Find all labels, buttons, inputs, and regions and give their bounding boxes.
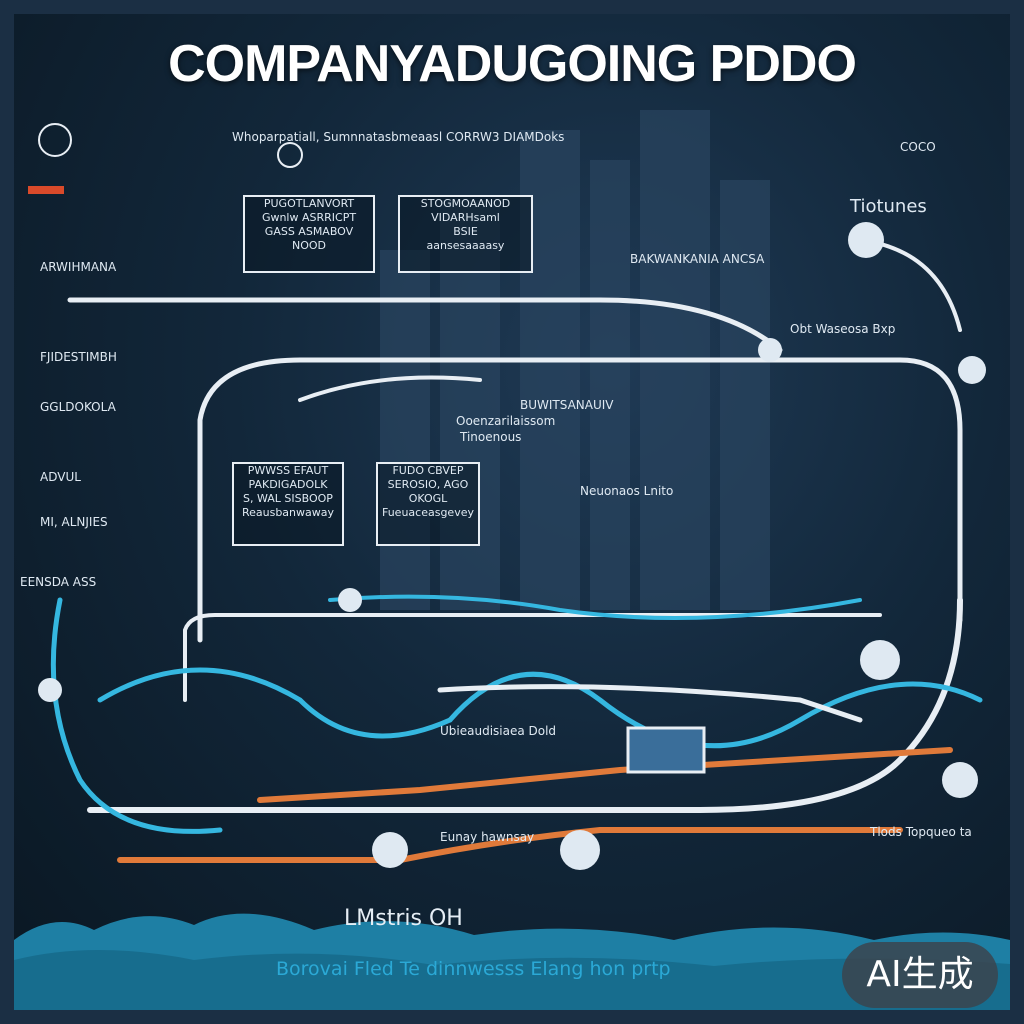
info-box-1-line-1: PUGOTLANVORT bbox=[263, 197, 355, 210]
bottom-center-label: Eunay hawnsay bbox=[440, 830, 535, 844]
info-box-1-line-4: NOOD bbox=[291, 239, 326, 252]
poster-title: COMPANYADUGOING PDDO bbox=[168, 35, 857, 93]
info-box-1: PUGOTLANVORT Gwnlw ASRRICPT GASS ASMABOV… bbox=[243, 195, 375, 273]
info-box-3-line-2: PAKDIGADOLK bbox=[248, 478, 328, 491]
top-right-label-1: COCO bbox=[900, 140, 936, 154]
info-box-1-line-3: GASS ASMABOV bbox=[264, 225, 354, 238]
info-box-2-line-3: BSIE bbox=[453, 225, 478, 238]
info-box-3-line-4: Reausbanwaway bbox=[241, 506, 335, 519]
info-box-2: STOGMOAANOD VIDARHsaml BSIE aansesaaaasy bbox=[398, 195, 533, 273]
top-strip-label: Whoparpatiall, Sumnnatasbmeaasl CORRW3 D… bbox=[232, 130, 565, 144]
ai-generated-badge: AI生成 bbox=[842, 942, 998, 1008]
right-label-3: Neuonaos Lnito bbox=[580, 484, 674, 498]
info-box-4-line-3: OKOGL bbox=[408, 492, 448, 505]
info-box-2-line-2: VIDARHsaml bbox=[431, 211, 500, 224]
bottom-right-label: Tlods Topqueo ta bbox=[870, 825, 972, 839]
lower-center-label: Ubieaudisiaea Dold bbox=[440, 724, 557, 738]
bottom-subcaption: Borovai Fled Te dinnwesss Elang hon prtp bbox=[276, 958, 671, 980]
info-box-1-line-2: Gwnlw ASRRICPT bbox=[261, 211, 357, 224]
mid-right-label-1: BAKWANKANIA ANCSA bbox=[630, 252, 765, 266]
left-label-6: EENSDA ASS bbox=[20, 575, 97, 589]
bottom-caption: LMstris OH bbox=[344, 906, 463, 931]
center-label-2: Ooenzarilaissom bbox=[456, 414, 556, 428]
mid-right-label-2: Obt Waseosa Bxp bbox=[790, 322, 896, 336]
center-label-1: BUWITSANAUIV bbox=[520, 398, 614, 412]
left-label-4: ADVUL bbox=[40, 470, 81, 484]
info-box-2-line-4: aansesaaaasy bbox=[426, 239, 505, 252]
info-box-4-line-1: FUDO CBVEP bbox=[392, 464, 464, 477]
info-box-4-line-4: Fueuaceasgevey bbox=[381, 506, 474, 519]
top-right-label-2: Tiotunes bbox=[850, 196, 927, 217]
left-label-5: MI, ALNJIES bbox=[40, 515, 108, 529]
info-box-3: PWWSS EFAUT PAKDIGADOLK S, WAL SISBOOP R… bbox=[232, 462, 344, 546]
info-box-4: FUDO CBVEP SEROSIO, AGO OKOGL Fueuaceasg… bbox=[376, 462, 480, 546]
left-label-1: ARWIHMANA bbox=[40, 260, 117, 274]
info-box-3-line-3: S, WAL SISBOOP bbox=[243, 492, 333, 505]
left-label-3: GGLDOKOLA bbox=[40, 400, 116, 414]
info-box-3-line-1: PWWSS EFAUT bbox=[247, 464, 329, 477]
info-box-2-line-1: STOGMOAANOD bbox=[420, 197, 511, 210]
center-label-3: Tinoenous bbox=[460, 430, 522, 444]
water-waves bbox=[14, 913, 1010, 1010]
info-box-4-line-2: SEROSIO, AGO bbox=[387, 478, 469, 491]
left-label-2: FJIDESTIMBH bbox=[40, 350, 117, 364]
